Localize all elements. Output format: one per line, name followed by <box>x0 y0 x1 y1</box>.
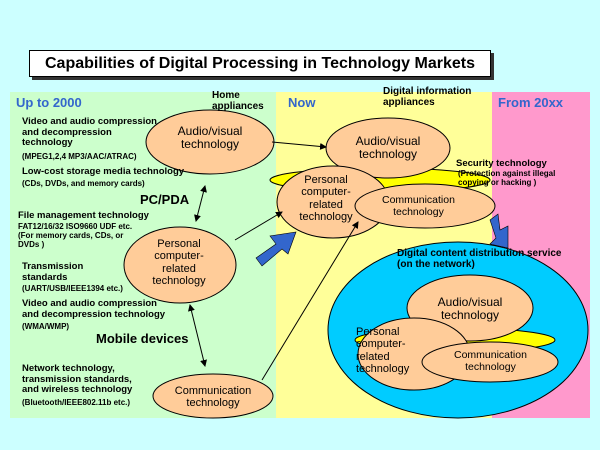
label-digital-content: Digital content distribution service (on… <box>397 248 562 271</box>
label-av-future: Audio/visual technology <box>437 295 503 323</box>
text-video-audio-1: Video and audio compression and decompre… <box>22 116 157 149</box>
text-network: Network technology, transmission standar… <box>22 363 133 396</box>
text-file-mgmt-detail: FAT12/16/32 ISO9660 UDF etc. (For memory… <box>18 222 133 249</box>
header-up-to-2000: Up to 2000 <box>16 95 82 110</box>
label-mobile-devices: Mobile devices <box>96 331 189 346</box>
text-file-mgmt: File management technology <box>18 210 149 221</box>
arrow-mobile <box>188 304 207 367</box>
label-pc-pda: PC/PDA <box>140 192 190 207</box>
header-now: Now <box>288 95 316 110</box>
label-security-title: Security technology <box>456 158 547 169</box>
label-av-left: Audio/visual technology <box>177 124 243 152</box>
label-digital-info-appliances: Digital information appliances <box>383 86 472 109</box>
arrow-av-to-now <box>271 141 327 150</box>
ellipse-comm-left <box>152 373 274 419</box>
ellipse-comm-future <box>421 341 559 383</box>
label-pc-left: Personal computer- related technology <box>152 238 206 287</box>
text-transmission-detail: (UART/USB/IEEE1394 etc.) <box>22 284 123 293</box>
text-video-audio-1-detail: (MPEG1,2,4 MP3/AAC/ATRAC) <box>22 152 137 161</box>
label-comm-left: Communication technology <box>174 385 252 410</box>
diagram-title: Capabilities of Digital Processing in Te… <box>29 50 491 77</box>
label-pc-now: Personal computer- related technology <box>299 174 353 223</box>
label-pc-future: Personal computer- related technology <box>356 326 410 375</box>
text-low-cost-detail: (CDs, DVDs, and memory cards) <box>22 179 145 188</box>
label-home-appliances: Home appliances <box>212 90 264 113</box>
block-arrow-to-now <box>255 231 297 267</box>
ellipse-pc-left <box>123 226 237 304</box>
text-video-audio-2: Video and audio compression and decompre… <box>22 298 166 320</box>
ellipse-comm-now <box>354 183 496 229</box>
block-arrow-to-future <box>489 213 509 249</box>
text-video-audio-2-detail: (WMA/WMP) <box>22 322 70 331</box>
arrow-pcpda <box>194 185 207 222</box>
text-low-cost: Low-cost storage media technology <box>22 166 185 177</box>
arrow-comm-to-now <box>261 221 359 381</box>
label-comm-future: Communication technology <box>454 349 527 373</box>
label-av-now: Audio/visual technology <box>355 134 421 162</box>
label-comm-now: Communication technology <box>382 194 455 218</box>
text-network-detail: (Bluetooth/IEEE802.11b etc.) <box>22 398 131 407</box>
header-from-20xx: From 20xx <box>498 95 564 110</box>
text-transmission: Transmission standards <box>22 261 84 283</box>
arrow-pc-to-now <box>234 211 283 241</box>
label-security-detail: (Protection against illegal copying or h… <box>458 169 556 187</box>
